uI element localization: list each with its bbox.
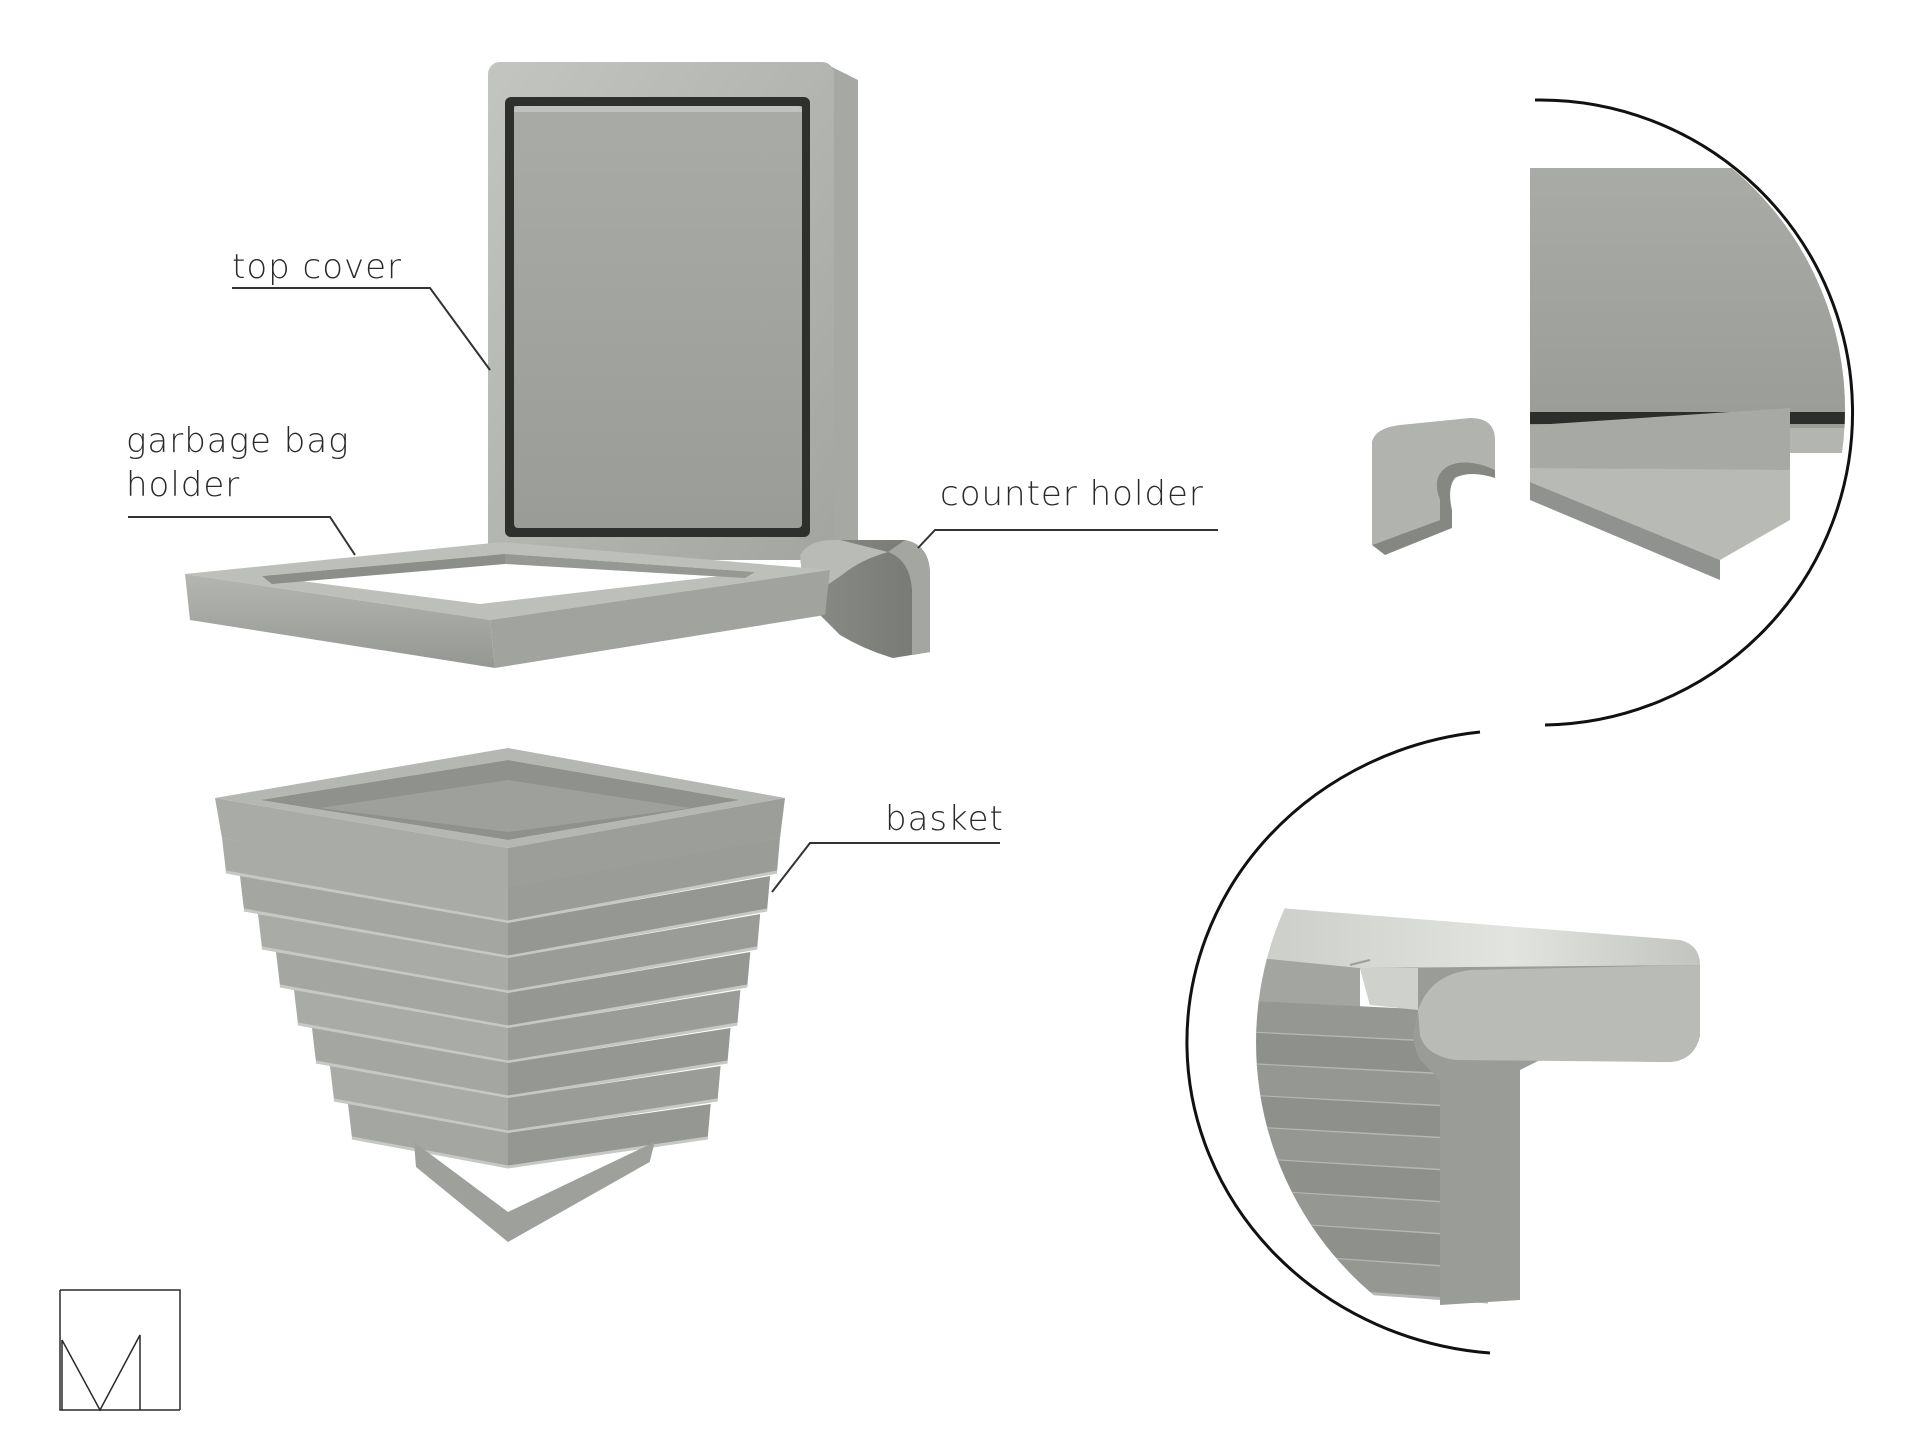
counter-holder-label: counter holder xyxy=(940,474,1204,514)
basket-tier-edge xyxy=(315,1060,728,1099)
garbage-bag-holder-label-line2: holder xyxy=(126,465,240,505)
basket-tier-left-face xyxy=(258,914,508,992)
basket-tier-left-face xyxy=(240,876,508,957)
garbage-bag-holder xyxy=(185,542,830,668)
basket-tier-right-face xyxy=(508,1066,721,1132)
basket-tier-edge xyxy=(333,1098,718,1134)
detail-top-arc xyxy=(1534,98,1855,727)
basket-tier-right-face xyxy=(508,914,761,992)
basket-tier-edge xyxy=(279,984,748,1029)
basket-bottom xyxy=(414,1142,655,1242)
basket-tier-left-face xyxy=(330,1066,508,1132)
detail-counter-view xyxy=(1185,730,1700,1355)
basket-tier-right-face xyxy=(508,952,751,1027)
basket-tiers xyxy=(222,838,780,1242)
basket-tier-right-face xyxy=(508,1104,711,1167)
top-cover-label: top cover xyxy=(232,247,402,287)
basket-label: basket xyxy=(885,799,1004,839)
basket-tier-edge xyxy=(351,1136,708,1169)
basket-tier-edge xyxy=(225,870,778,924)
basket-tier-right-face xyxy=(508,990,741,1062)
basket-tier-edge xyxy=(243,908,768,959)
basket-tier-left-face xyxy=(348,1104,508,1167)
basket-tier-left-face xyxy=(294,990,508,1062)
basket-tier-right-face xyxy=(508,838,780,922)
basket-tier-left-face xyxy=(276,952,508,1027)
basket-tier-right-face xyxy=(508,1028,731,1097)
top-cover xyxy=(488,62,858,560)
basket-tier-edge xyxy=(261,946,758,994)
basket-tier-left-face xyxy=(312,1028,508,1097)
basket-tier-edge xyxy=(297,1022,738,1064)
garbage-bag-holder-label-line1: garbage bag xyxy=(126,421,350,461)
basket xyxy=(215,748,785,1242)
basket-tier-left-face xyxy=(222,838,508,922)
detail-bottom-arc xyxy=(1185,730,1491,1355)
brand-logo xyxy=(59,1289,181,1412)
top-cover-callout: top cover xyxy=(232,247,491,371)
detail-hinge-view xyxy=(1372,98,1855,727)
basket-tier-right-face xyxy=(508,876,771,957)
basket-callout: basket xyxy=(771,799,1004,893)
garbage-bag-holder-callout: garbage bag holder xyxy=(126,421,356,556)
counter-holder-callout: counter holder xyxy=(917,474,1218,549)
